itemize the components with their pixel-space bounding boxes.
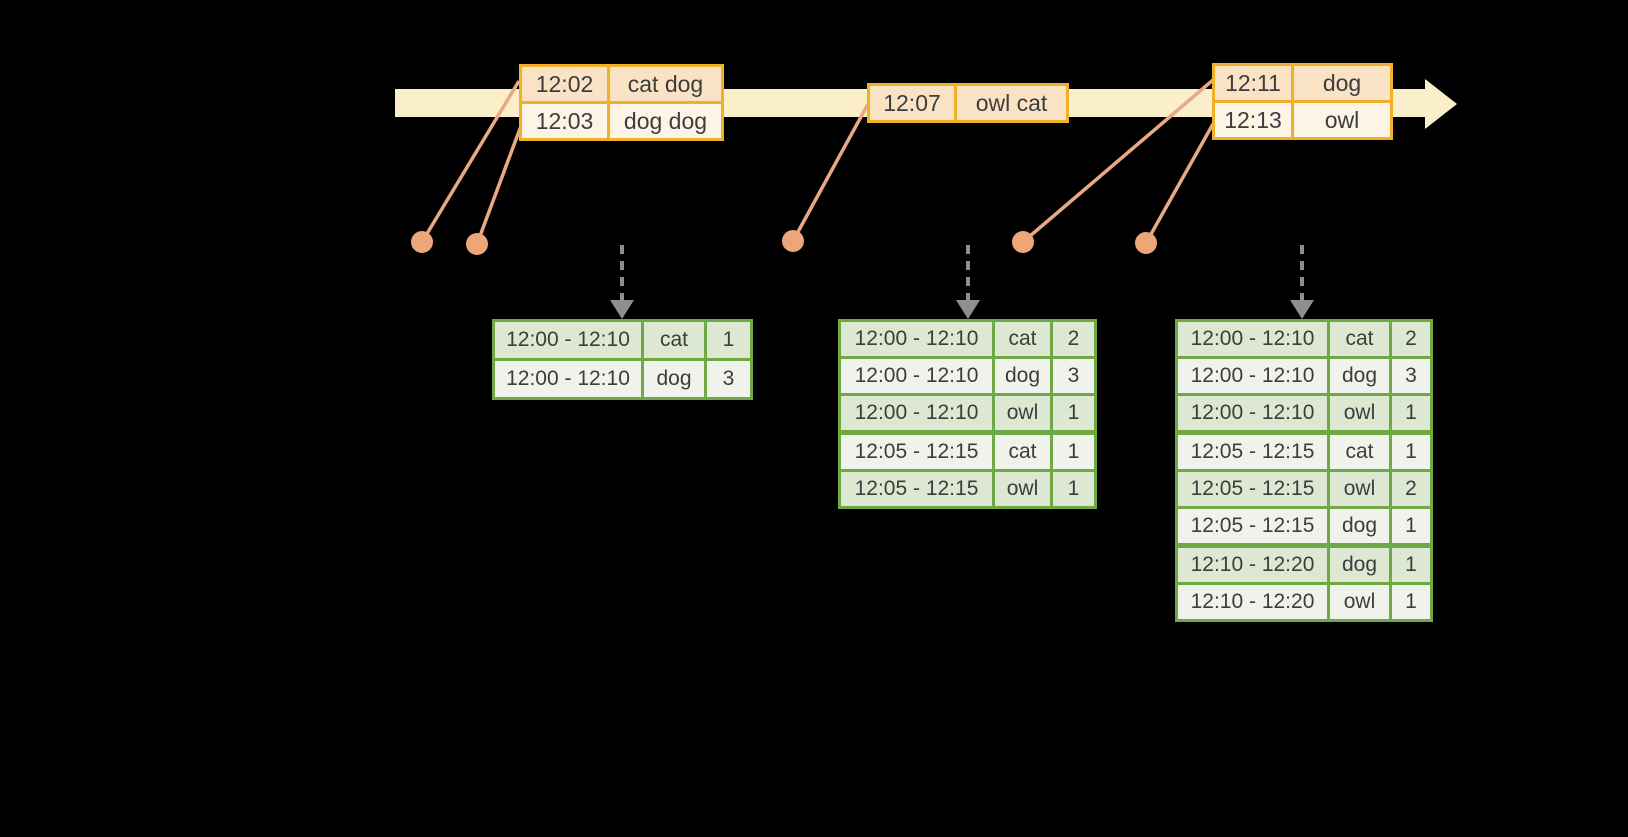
event-dot-icon <box>1135 232 1157 254</box>
cell-window: 12:05 - 12:15 <box>1178 435 1327 469</box>
timeline-arrowhead-icon <box>1425 79 1457 129</box>
cell-window: 12:05 - 12:15 <box>1178 472 1327 506</box>
cell-count: 2 <box>1392 322 1430 356</box>
cell-count: 1 <box>1392 435 1430 469</box>
cell-word: cat <box>995 435 1050 469</box>
cell-word: cat <box>1330 435 1389 469</box>
trigger-arrow-icon <box>610 245 634 319</box>
cell-count: 2 <box>1392 472 1430 506</box>
cell-time: 12:11 <box>1215 66 1291 100</box>
cell-count: 1 <box>707 322 750 358</box>
cell-time: 12:13 <box>1215 103 1291 137</box>
cell-count: 1 <box>1053 396 1094 430</box>
cell-words: cat dog <box>610 67 721 101</box>
event-dot-icon <box>411 231 433 253</box>
cell-window: 12:00 - 12:10 <box>1178 322 1327 356</box>
cell-count: 3 <box>1392 359 1430 393</box>
cell-window: 12:05 - 12:15 <box>841 472 992 506</box>
cell-words: dog <box>1294 66 1390 100</box>
cell-window: 12:10 - 12:20 <box>1178 585 1327 619</box>
cell-window: 12:00 - 12:10 <box>841 322 992 356</box>
cell-count: 1 <box>1392 585 1430 619</box>
cell-count: 1 <box>1053 435 1094 469</box>
cell-count: 3 <box>707 361 750 397</box>
cell-window: 12:00 - 12:10 <box>841 359 992 393</box>
cell-window: 12:10 - 12:20 <box>1178 548 1327 582</box>
connector-line <box>475 125 523 245</box>
cell-word: owl <box>1330 585 1389 619</box>
cell-time: 12:07 <box>870 86 954 120</box>
cell-window: 12:00 - 12:10 <box>1178 359 1327 393</box>
cell-words: owl <box>1294 103 1390 137</box>
event-dot-icon <box>1012 231 1034 253</box>
cell-count: 1 <box>1392 509 1430 543</box>
cell-time: 12:02 <box>522 67 607 101</box>
connector-line <box>791 103 870 242</box>
cell-window: 12:05 - 12:15 <box>1178 509 1327 543</box>
cell-count: 1 <box>1392 396 1430 430</box>
cell-word: cat <box>995 322 1050 356</box>
cell-word: dog <box>1330 509 1389 543</box>
cell-word: dog <box>1330 548 1389 582</box>
cell-count: 2 <box>1053 322 1094 356</box>
cell-window: 12:00 - 12:10 <box>841 396 992 430</box>
cell-word: dog <box>1330 359 1389 393</box>
trigger-arrow-icon <box>956 245 980 319</box>
event-dot-icon <box>782 230 804 252</box>
cell-word: owl <box>1330 396 1389 430</box>
cell-time: 12:03 <box>522 104 607 138</box>
connector-line <box>420 80 521 243</box>
cell-word: cat <box>1330 322 1389 356</box>
cell-window: 12:05 - 12:15 <box>841 435 992 469</box>
cell-count: 1 <box>1053 472 1094 506</box>
cell-word: cat <box>644 322 704 358</box>
cell-window: 12:00 - 12:10 <box>1178 396 1327 430</box>
cell-word: dog <box>644 361 704 397</box>
trigger-arrow-icon <box>1290 245 1314 319</box>
cell-window: 12:00 - 12:10 <box>495 322 641 358</box>
cell-window: 12:00 - 12:10 <box>495 361 641 397</box>
cell-word: owl <box>1330 472 1389 506</box>
cell-word: owl <box>995 396 1050 430</box>
cell-word: dog <box>995 359 1050 393</box>
cell-word: owl <box>995 472 1050 506</box>
event-dot-icon <box>466 233 488 255</box>
cell-words: owl cat <box>957 86 1066 120</box>
cell-words: dog dog <box>610 104 721 138</box>
cell-count: 1 <box>1392 548 1430 582</box>
connector-line <box>1144 123 1215 244</box>
cell-count: 3 <box>1053 359 1094 393</box>
